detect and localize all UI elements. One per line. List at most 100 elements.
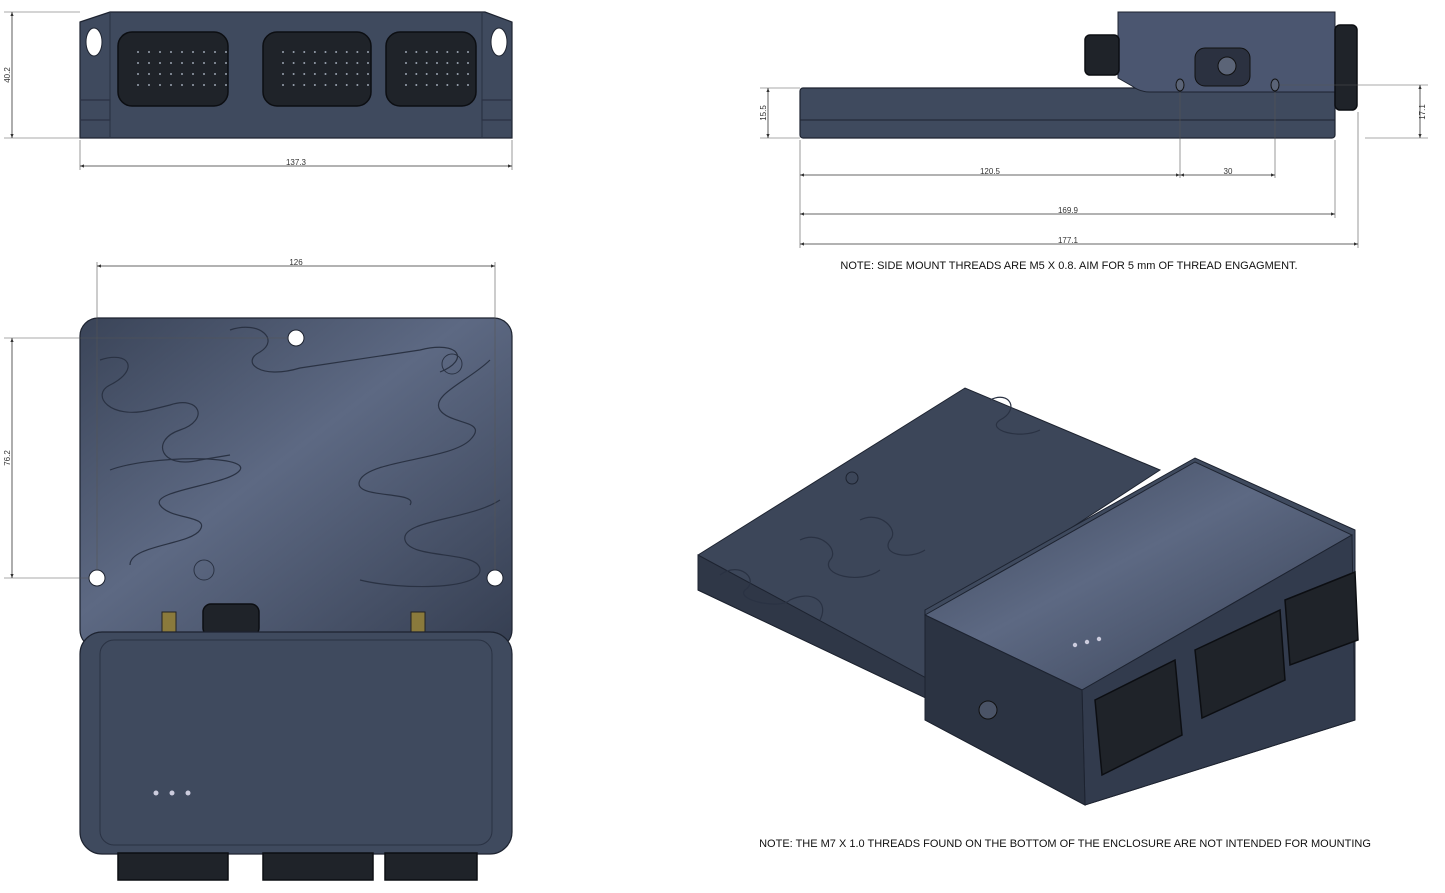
connector-pin bbox=[446, 62, 449, 64]
connector-pin bbox=[467, 73, 469, 75]
connector-pin bbox=[335, 73, 338, 75]
status-led-1 bbox=[153, 790, 159, 796]
connector-pin bbox=[425, 62, 428, 64]
connector-pin bbox=[446, 84, 449, 86]
connector-pin bbox=[137, 51, 139, 53]
dim-thread-spacing: 30 bbox=[1224, 167, 1233, 176]
dim-hole-spacing-x: 126 bbox=[289, 258, 303, 267]
connector-pin bbox=[467, 51, 469, 53]
connector-pin bbox=[214, 84, 216, 86]
connector-3 bbox=[385, 31, 477, 107]
connector-iso-1 bbox=[1094, 658, 1183, 777]
round-connector-iso bbox=[978, 700, 998, 720]
thread-hole-1 bbox=[1175, 78, 1185, 92]
connector-pin bbox=[356, 84, 359, 86]
connector-pin bbox=[181, 84, 183, 86]
connector-pin bbox=[292, 62, 295, 64]
connector-pin bbox=[436, 73, 438, 75]
connector-pin bbox=[313, 84, 316, 86]
dim-base-height: 15.5 bbox=[759, 105, 768, 121]
module-top bbox=[79, 631, 513, 855]
front-view: 40.2 137.3 bbox=[3, 11, 513, 170]
connector-pin bbox=[170, 84, 172, 86]
connector-pin bbox=[192, 73, 194, 75]
connector-pin bbox=[181, 73, 183, 75]
dim-overall-length: 177.1 bbox=[1058, 236, 1079, 245]
mount-slot-left bbox=[85, 27, 103, 57]
dim-front-width: 137.3 bbox=[286, 158, 307, 167]
connector-pin bbox=[203, 73, 205, 75]
connector-pin bbox=[415, 62, 418, 64]
connector-pin bbox=[467, 84, 469, 86]
connector-bottom-1 bbox=[117, 852, 229, 881]
connector-pin bbox=[292, 73, 295, 75]
connector-pin bbox=[335, 84, 338, 86]
connector-pin bbox=[159, 62, 161, 64]
base-plate-top bbox=[79, 317, 513, 649]
center-screw-icon bbox=[1217, 56, 1237, 76]
connector-pin bbox=[415, 51, 418, 53]
connector-pin bbox=[148, 51, 150, 53]
antenna-connector bbox=[1084, 34, 1120, 76]
connector-pin bbox=[367, 51, 369, 53]
connector-pin bbox=[303, 73, 306, 75]
connector-pin bbox=[225, 84, 227, 86]
connector-pin bbox=[303, 51, 306, 53]
side-mount-note: NOTE: SIDE MOUNT THREADS ARE M5 X 0.8. A… bbox=[840, 260, 1297, 272]
connector-pin bbox=[170, 73, 172, 75]
connector-pin bbox=[148, 62, 150, 64]
connector-pin bbox=[225, 62, 227, 64]
connector-pin bbox=[456, 73, 459, 75]
connector-pin bbox=[446, 73, 449, 75]
connector-pin bbox=[159, 84, 161, 86]
connector-pin bbox=[137, 62, 139, 64]
connector-pin bbox=[446, 51, 449, 53]
connector-pin bbox=[436, 51, 438, 53]
connector-pin bbox=[425, 51, 428, 53]
connector-1 bbox=[117, 31, 229, 107]
dim-hole-spacing-y: 76.2 bbox=[3, 450, 12, 466]
connector-pin bbox=[436, 84, 438, 86]
connector-pin bbox=[148, 73, 150, 75]
connector-pin bbox=[405, 84, 407, 86]
connector-pin bbox=[456, 62, 459, 64]
connector-pin bbox=[335, 62, 338, 64]
connector-pin bbox=[282, 51, 284, 53]
side-view: 15.5 17.1 120.5 30 169.9 177.1 NOTE: SID… bbox=[759, 11, 1428, 272]
thread-hole-2 bbox=[1270, 78, 1280, 92]
connector-pin bbox=[367, 62, 369, 64]
connector-pin bbox=[345, 51, 348, 53]
connector-iso-3 bbox=[1284, 570, 1359, 667]
iso-view: NOTE: THE M7 X 1.0 THREADS FOUND ON THE … bbox=[697, 387, 1371, 850]
dim-thread-offset: 120.5 bbox=[980, 167, 1001, 176]
connector-pin bbox=[170, 51, 172, 53]
connector-pin bbox=[170, 62, 172, 64]
connector-pin bbox=[345, 84, 348, 86]
dim-thread-height: 17.1 bbox=[1418, 104, 1427, 120]
dim-front-height: 40.2 bbox=[3, 67, 12, 83]
connector-pin bbox=[203, 51, 205, 53]
connector-pin bbox=[137, 84, 139, 86]
status-led-3 bbox=[185, 790, 191, 796]
connector-pin bbox=[425, 73, 428, 75]
connector-pin bbox=[292, 84, 295, 86]
dim-body-length: 169.9 bbox=[1058, 206, 1079, 215]
connector-pin bbox=[214, 73, 216, 75]
connector-pin bbox=[335, 51, 338, 53]
status-led-iso-3 bbox=[1096, 636, 1102, 642]
top-view: 126 76.2 bbox=[3, 258, 513, 881]
connector-pin bbox=[303, 62, 306, 64]
connector-pin bbox=[313, 51, 316, 53]
connector-pin bbox=[324, 51, 327, 53]
connector-pin bbox=[192, 51, 194, 53]
connector-pin bbox=[282, 73, 284, 75]
connector-pin bbox=[356, 62, 359, 64]
connector-pin bbox=[324, 62, 327, 64]
connector-pin bbox=[159, 51, 161, 53]
connector-pin bbox=[405, 62, 407, 64]
connector-pin bbox=[415, 73, 418, 75]
connector-pin bbox=[214, 51, 216, 53]
connector-pin bbox=[181, 62, 183, 64]
mount-hole-top bbox=[287, 329, 305, 347]
